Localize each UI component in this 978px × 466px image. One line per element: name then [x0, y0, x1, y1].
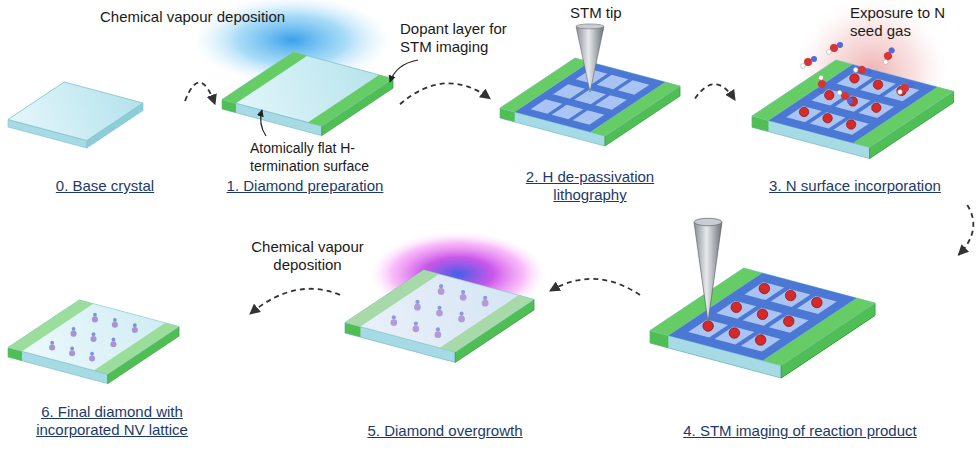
diamond-slab	[345, 270, 534, 362]
gas-molecule	[898, 82, 914, 94]
nitrogen-dots	[703, 283, 822, 345]
callout-label: Chemical vapour deposition	[100, 8, 310, 26]
step-arrow	[250, 289, 340, 314]
step-caption: 4. STM imaging of reaction product	[650, 422, 950, 440]
diamond-slab	[650, 268, 875, 378]
leader-line	[261, 110, 266, 136]
callout-label: Dopant layer for STM imaging	[400, 20, 522, 56]
step-panel: 2. H de-passivation lithography	[490, 50, 695, 212]
diamond-slab	[752, 60, 954, 159]
step-arrow	[695, 84, 735, 100]
callout-label: Exposure to N seed gas	[850, 4, 960, 40]
step-caption: 6. Final diamond with incorporated NV la…	[22, 403, 202, 439]
diamond-slab	[222, 52, 393, 136]
step-caption: 1. Diamond preparation	[215, 177, 395, 195]
base-crystal	[8, 82, 143, 148]
gas-molecule	[852, 61, 873, 81]
step-caption: 3. N surface incorporation	[745, 177, 965, 195]
overgrowth-layer	[345, 270, 534, 352]
step-panel: 5. Diamond overgrowth	[340, 262, 550, 455]
callout-label: Chemical vapour deposition	[240, 238, 375, 274]
gas-molecule	[836, 87, 853, 107]
callout-label: STM tip	[570, 4, 650, 22]
gas-molecule	[812, 74, 831, 94]
stm-tip	[694, 218, 722, 322]
overgrowth-layer	[8, 300, 179, 374]
step-panel: 4. STM imaging of reaction product	[640, 255, 965, 455]
gas-molecule	[801, 56, 817, 68]
diamond-slab	[8, 300, 179, 384]
step-caption: 0. Base crystal	[30, 177, 180, 195]
nitrogen-dots	[799, 74, 906, 130]
callout-label: Atomically flat H-termination surface	[250, 139, 385, 175]
step-arrow	[959, 205, 974, 255]
lithography-grid	[668, 273, 856, 361]
step-panel: 3. N surface incorporation	[735, 55, 972, 205]
step-caption: 2. H de-passivation lithography	[510, 168, 670, 204]
step-panel: 6. Final diamond with incorporated NV la…	[5, 290, 250, 450]
step-arrow	[550, 279, 640, 295]
step-arrow	[400, 83, 490, 104]
gas-molecule	[879, 46, 899, 65]
step-arrow	[185, 83, 215, 105]
stm-tip	[576, 24, 604, 92]
step-panel: 0. Base crystal	[5, 75, 185, 205]
lithography-grid	[768, 64, 937, 143]
step-caption: 5. Diamond overgrowth	[345, 422, 545, 440]
step-panel: 1. Diamond preparation	[215, 50, 400, 205]
leader-line	[390, 60, 418, 82]
gas-molecule	[827, 42, 843, 54]
